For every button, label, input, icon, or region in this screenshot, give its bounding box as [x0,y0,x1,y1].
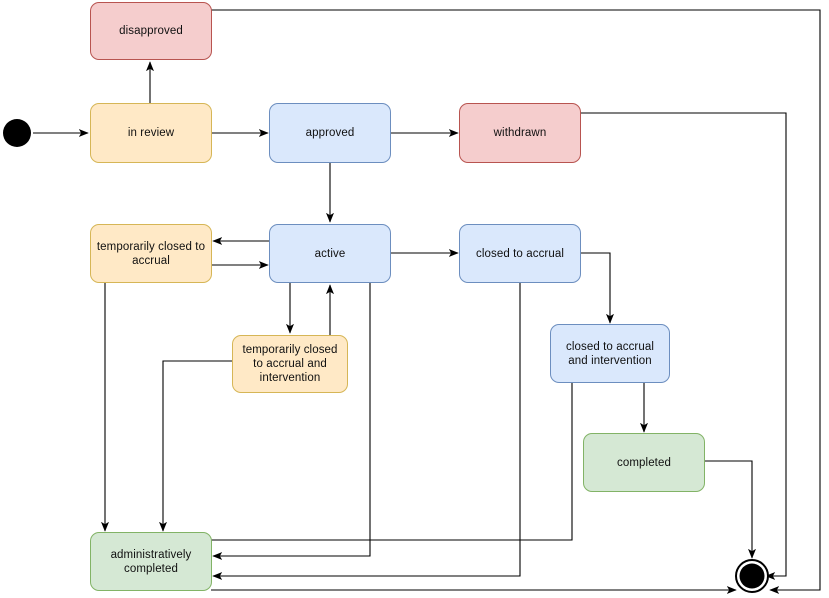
state-label: administratively completed [110,548,192,575]
edge-closed-to-closed-intervention [580,252,614,324]
edge-closed-to-admin-completed [212,283,521,580]
final-state-marker [739,563,765,589]
state-closed-to-accrual[interactable]: closed to accrual [459,224,581,283]
state-approved[interactable]: approved [269,103,391,163]
state-administratively-completed[interactable]: administratively completed [90,532,212,591]
state-label: temporarily closed to accrual [96,240,206,267]
initial-state-marker [3,119,31,147]
state-withdrawn[interactable]: withdrawn [459,103,581,163]
edge-completed-to-end [705,460,756,559]
edge-closed-intervention-to-admin-completed [211,383,573,541]
state-label: in review [127,127,175,139]
edge-temp-closed-intervention-to-admin-completed [159,360,233,532]
state-label: completed [617,456,671,469]
state-in-review[interactable]: in review [90,103,212,163]
state-completed[interactable]: completed [583,433,705,492]
edge-withdrawn-to-end [580,112,787,580]
state-temporarily-closed-to-accrual-and-intervention[interactable]: temporarily closed to accrual and interv… [232,335,348,393]
state-disapproved[interactable]: disapproved [90,2,212,60]
state-label: closed to accrual [476,247,564,260]
edge-active-to-admin-completed [212,283,371,560]
state-label: active [314,247,346,260]
edge-disapproved-to-end [211,9,821,594]
state-active[interactable]: active [269,224,391,283]
state-label: withdrawn [493,127,547,139]
state-label: approved [305,127,355,139]
state-label: disapproved [119,25,183,37]
state-label: closed to accrual and intervention [566,340,654,367]
state-closed-to-accrual-and-intervention[interactable]: closed to accrual and intervention [550,324,670,383]
state-temporarily-closed-to-accrual[interactable]: temporarily closed to accrual [90,224,212,283]
state-label: temporarily closed to accrual and interv… [242,344,338,384]
